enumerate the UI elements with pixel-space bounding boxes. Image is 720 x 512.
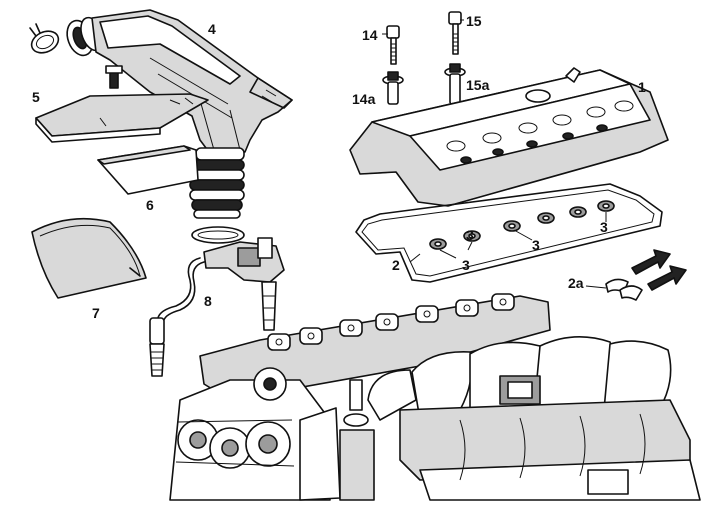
part-8-ignition-coil [149,237,285,377]
part-7-engine-cover [31,217,147,299]
callout-2a: 2a [568,275,584,291]
callout-labels: 1 2 2a 3 3 3 3 4 5 6 7 8 14 14a 15 15a [32,13,646,321]
callout-15a: 15a [466,77,490,93]
callout-1: 1 [638,79,646,95]
part-3-seal-rings [429,200,615,250]
part-6-cover-plate [97,145,199,195]
leader-lines [382,19,607,289]
part-14-bolt [386,25,400,65]
part-14a-bolt [382,71,404,105]
part-1-valve-cover [349,67,669,207]
callout-3: 3 [600,219,608,235]
callout-6: 6 [146,197,154,213]
callout-14: 14 [362,27,378,43]
callout-2: 2 [392,257,400,273]
part-2a-half-moon-gaskets [605,249,687,301]
callout-3: 3 [462,257,470,273]
part-5-hose-clamp [29,23,60,54]
engine-cylinder-head-block [169,293,701,501]
callout-4: 4 [208,21,216,37]
part-15a-bolt [444,63,466,105]
part-4-air-intake-duct [66,9,293,244]
arrow-icon [647,265,687,291]
part-5-cover-plate [35,65,209,143]
callout-3: 3 [466,227,474,243]
callout-5: 5 [32,89,40,105]
callout-7: 7 [92,305,100,321]
arrow-icon [631,249,671,275]
part-2-valve-cover-gasket [355,183,663,283]
callout-8: 8 [204,293,212,309]
callout-15: 15 [466,13,482,29]
callout-3: 3 [532,237,540,253]
callout-14a: 14a [352,91,376,107]
part-15-bolt [448,11,462,55]
